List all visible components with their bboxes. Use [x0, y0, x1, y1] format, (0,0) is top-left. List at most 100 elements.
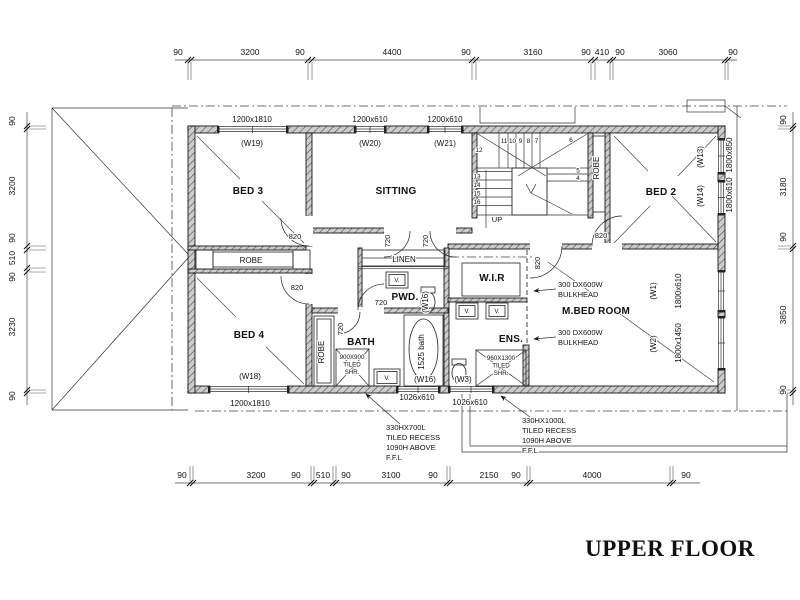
robe-label: ROBE	[592, 157, 601, 180]
note-recess-1000: 330HX1000L TILED RECESS 1090H ABOVE F.F.…	[521, 415, 577, 456]
dims-right: 90 3180 90 3850 90	[777, 114, 789, 396]
window-size: 1800x1450	[674, 323, 683, 363]
window-size: 1200x1810	[232, 115, 272, 124]
window-label: (W16)	[414, 375, 436, 384]
window-w18	[208, 385, 290, 394]
window-label: (W2)	[649, 335, 658, 353]
window-label: (W21)	[434, 139, 456, 148]
dim-label: 2150	[480, 470, 499, 480]
window-label: (W14)	[696, 185, 705, 207]
note-line: BULKHEAD	[558, 338, 599, 347]
wall-robe-band-bottom	[187, 268, 313, 274]
stair-num: 11	[501, 138, 508, 145]
room-labels: BED 3 SITTING BED 2 BED 4 M.BED ROOM BAT…	[232, 156, 677, 365]
dim-label: 90	[681, 470, 691, 480]
window-w19	[217, 125, 289, 134]
shower-label: 900X900	[340, 354, 365, 361]
walls	[187, 125, 726, 394]
roof-outline	[51, 99, 788, 453]
door-size: 820	[595, 231, 608, 240]
window-w2	[717, 316, 727, 371]
dim-label: 90	[173, 47, 183, 57]
note-recess-700: 330HX700L TILED RECESS 1090H ABOVE F.F.L	[385, 422, 441, 463]
stair-num: 7	[535, 138, 539, 145]
room-label-mbed: M.BED ROOM	[562, 306, 630, 317]
vanity-ens-2	[485, 302, 509, 320]
shower-label: SHR.	[494, 370, 509, 377]
stair-num: 4	[576, 175, 580, 182]
dim-label: 90	[7, 391, 17, 401]
window-w16-bath	[396, 385, 441, 394]
dim-label: 510	[7, 251, 17, 265]
window-size: 1200x610	[352, 115, 388, 124]
dim-label: 90	[341, 470, 351, 480]
note-line: TILED RECESS	[522, 426, 576, 435]
annotations: 330HX700L TILED RECESS 1090H ABOVE F.F.L…	[385, 279, 605, 463]
dimension-lines	[23, 56, 797, 487]
dim-label: 3100	[382, 470, 401, 480]
note-line: 1090H ABOVE	[522, 436, 572, 445]
shower-label: 960X1300	[487, 355, 516, 362]
window-label: (W20)	[359, 139, 381, 148]
windows-glyphs	[208, 125, 727, 394]
dim-label: 90	[7, 233, 17, 243]
room-label-bed3: BED 3	[233, 186, 264, 197]
dims-top: 90 3200 90 4400 90 3160 90 410 90 3060 9…	[172, 46, 739, 58]
robe-bed4	[313, 315, 335, 387]
dim-label: 3200	[7, 176, 17, 195]
dim-label: 410	[595, 47, 609, 57]
dim-label: 3200	[247, 470, 266, 480]
staircase	[477, 133, 588, 228]
dim-label: 3230	[7, 317, 17, 336]
stair-void	[511, 167, 548, 216]
fixture-labels: V. V. V. V. 1525 bath 900X900 TILED SHR.…	[339, 276, 517, 383]
room-label-bed2: BED 2	[646, 187, 677, 198]
shower-bath	[335, 348, 370, 387]
window-w20	[354, 125, 387, 134]
drawing-title: UPPER FLOOR	[585, 536, 755, 561]
toilet-ens	[451, 358, 467, 383]
robe-shelf	[212, 251, 294, 268]
vanity-pwd	[385, 271, 409, 289]
window-w14	[717, 180, 727, 216]
dim-label: 90	[615, 47, 625, 57]
stair-up-label: UP	[492, 215, 502, 224]
stair-direction-arrow	[525, 183, 537, 194]
vanity-label: V.	[384, 375, 390, 382]
stair-num: 10	[509, 138, 517, 145]
dim-label: 3060	[659, 47, 678, 57]
dim-label: 90	[7, 272, 17, 282]
window-size: 1800x850	[725, 137, 734, 173]
stair-num: 5	[576, 168, 580, 175]
window-w21	[427, 125, 464, 134]
dim-label: 4400	[383, 47, 402, 57]
dim-label: 90	[7, 116, 17, 126]
robe-box-right	[292, 249, 311, 270]
room-label-bath: BATH	[347, 337, 375, 348]
robe-box-left	[195, 249, 214, 270]
dim-label: 90	[778, 115, 788, 125]
room-label-bed4: BED 4	[234, 330, 265, 341]
note-line: TILED RECESS	[386, 433, 440, 442]
room-label-sitting: SITTING	[376, 186, 417, 197]
window-size: 1200x610	[427, 115, 463, 124]
robe-stairs	[592, 135, 606, 213]
note-line: 330HX1000L	[522, 416, 566, 425]
dim-label: 3850	[778, 305, 788, 324]
leaders	[365, 288, 557, 425]
dim-label: 90	[177, 470, 187, 480]
door-size: 720	[383, 235, 392, 248]
vanity-label: V.	[464, 308, 470, 315]
note-line: F.F.L	[386, 453, 402, 462]
room-diagonals	[196, 135, 717, 385]
robe-label: ROBE	[317, 341, 326, 364]
dims-left: 90 3200 90 510 90 3230 90	[6, 115, 18, 402]
note-line: 330HX700L	[386, 423, 426, 432]
dim-label: 90	[778, 232, 788, 242]
window-w1	[717, 270, 727, 313]
dims-bottom: 90 3200 90 510 90 3100 90 2150 90 4000 9…	[176, 469, 692, 481]
wall-wir-ens	[447, 297, 528, 303]
wall-robe-band-top	[187, 245, 307, 251]
vanity-bath	[373, 368, 401, 387]
wall-hall-south	[447, 243, 719, 250]
